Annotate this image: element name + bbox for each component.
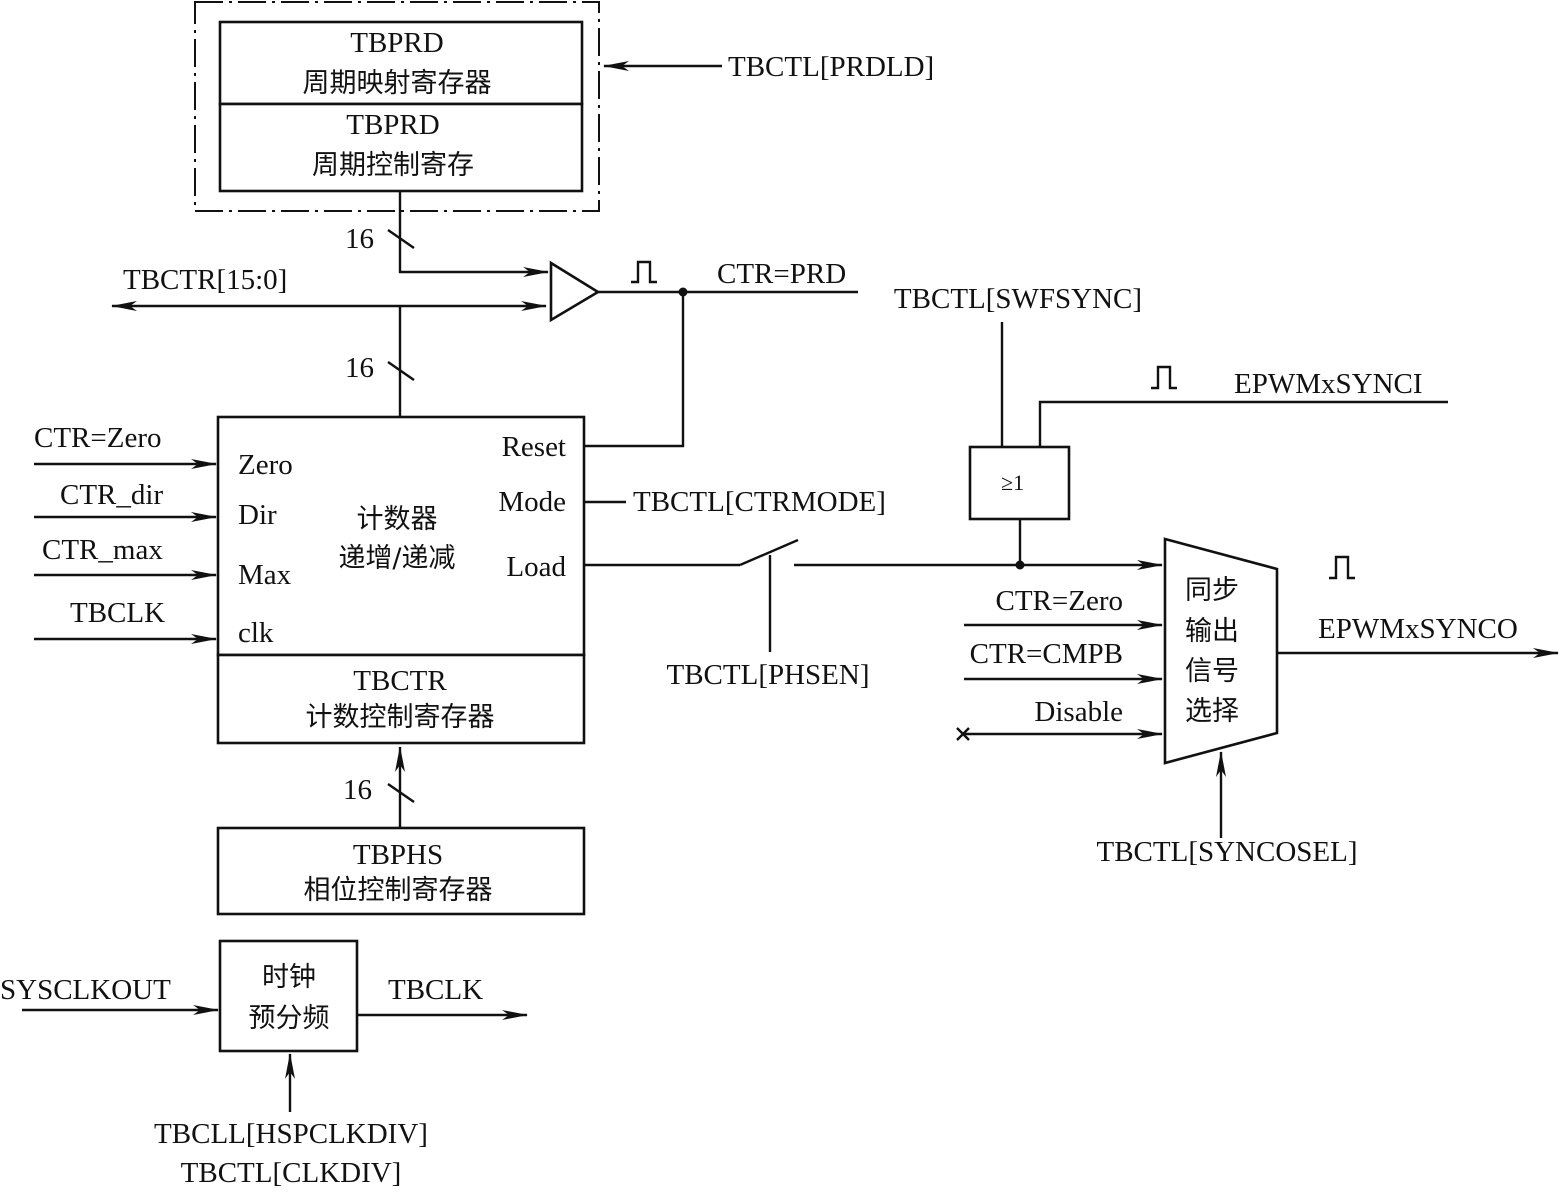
period-shadow-subtitle: 周期映射寄存器: [303, 68, 492, 99]
port-reset-label: Reset: [502, 431, 566, 463]
mux-label-line1: 同步: [1185, 575, 1239, 606]
port-mode-label: Mode: [498, 486, 566, 518]
prdld-label: TBCTL[PRDLD]: [728, 51, 934, 83]
counter-label-line1: 计数器: [357, 504, 438, 535]
counter-bus-width-label: 16: [345, 352, 374, 384]
tbctr-register-subtitle: 计数控制寄存器: [306, 702, 495, 733]
phsen-label: TBCTL[PHSEN]: [667, 659, 870, 691]
ctr-dir-input-label: CTR_dir: [60, 479, 163, 511]
ctr-zero-input-label: CTR=Zero: [34, 422, 162, 454]
sync-out-pulse-icon: [1329, 555, 1355, 580]
sync-in-label: EPWMxSYNCI: [1234, 368, 1423, 400]
disable-cross-icon: [956, 727, 970, 741]
counter-block: [216, 415, 586, 657]
clkdiv-label: TBCTL[CLKDIV]: [181, 1157, 402, 1189]
period-bus-width-tick: [387, 229, 415, 249]
tbclk-output-label: TBCLK: [388, 974, 483, 1006]
mux-label-line2: 输出: [1185, 616, 1239, 647]
period-shadow-group-frame: [194, 1, 600, 212]
period-bus-width-label: 16: [345, 223, 374, 255]
port-zero-label: Zero: [238, 449, 293, 481]
phase-bus-width-label: 16: [343, 774, 372, 806]
mux-label-line4: 选择: [1185, 696, 1239, 727]
mux-ctr-cmpb-label: CTR=CMPB: [970, 638, 1123, 670]
period-active-register: [218, 102, 584, 193]
sync-out-mux: [1163, 537, 1279, 765]
or-gate-symbol: ≥1: [1001, 470, 1024, 495]
period-shadow-register: [218, 20, 584, 106]
ctr-prd-label: CTR=PRD: [717, 258, 846, 290]
period-shadow-title: TBPRD: [350, 27, 443, 59]
prescaler-label-line1: 时钟: [262, 962, 316, 993]
sync-out-label: EPWMxSYNCO: [1318, 613, 1518, 645]
hspclkdiv-label: TBCLL[HSPCLKDIV]: [154, 1118, 428, 1150]
period-active-subtitle: 周期控制寄存: [312, 150, 474, 181]
sysclkout-label: SYSCLKOUT: [0, 974, 171, 1006]
sync-in-pulse-icon: [1151, 365, 1177, 390]
port-dir-label: Dir: [238, 499, 277, 531]
swfsync-label: TBCTL[SWFSYNC]: [894, 283, 1142, 315]
port-max-label: Max: [238, 559, 292, 591]
ctrmode-label: TBCTL[CTRMODE]: [633, 486, 886, 518]
reset-feedback-line: [584, 292, 685, 448]
counter-bus-width-tick: [387, 361, 415, 381]
phase-bus-width-tick: [387, 783, 415, 803]
comparator-triangle: [549, 260, 601, 323]
period-active-title: TBPRD: [346, 109, 439, 141]
ctr-max-input-label: CTR_max: [42, 534, 163, 566]
or-gate-output-junction: [1015, 560, 1025, 570]
prescaler-label-line2: 预分频: [249, 1003, 330, 1034]
port-clk-label: clk: [238, 617, 274, 649]
period-bus-line: [398, 191, 549, 277]
mux-disable-label: Disable: [1034, 696, 1123, 728]
counter-label-line2: 递增/递减: [338, 543, 455, 574]
syncosel-label: TBCTL[SYNCOSEL]: [1097, 836, 1358, 868]
tbphs-subtitle: 相位控制寄存器: [304, 875, 493, 906]
mux-ctr-zero-label: CTR=Zero: [996, 585, 1124, 617]
sync-in-line: [1038, 400, 1448, 447]
or-gate: [968, 445, 1071, 521]
tbphs-title: TBPHS: [353, 839, 443, 871]
ctr-prd-pulse-icon: [631, 260, 657, 284]
phsen-switch-icon: [739, 538, 799, 567]
tbctr-register-title: TBCTR: [353, 665, 447, 697]
mux-label-line3: 信号: [1185, 656, 1239, 687]
counter-bus-label: TBCTR[15:0]: [123, 264, 287, 296]
tbclk-input-label: TBCLK: [70, 597, 165, 629]
tbphs-register: [216, 826, 586, 916]
port-load-label: Load: [506, 551, 566, 583]
tbctr-register: [216, 653, 586, 745]
clock-prescaler: [218, 939, 359, 1053]
